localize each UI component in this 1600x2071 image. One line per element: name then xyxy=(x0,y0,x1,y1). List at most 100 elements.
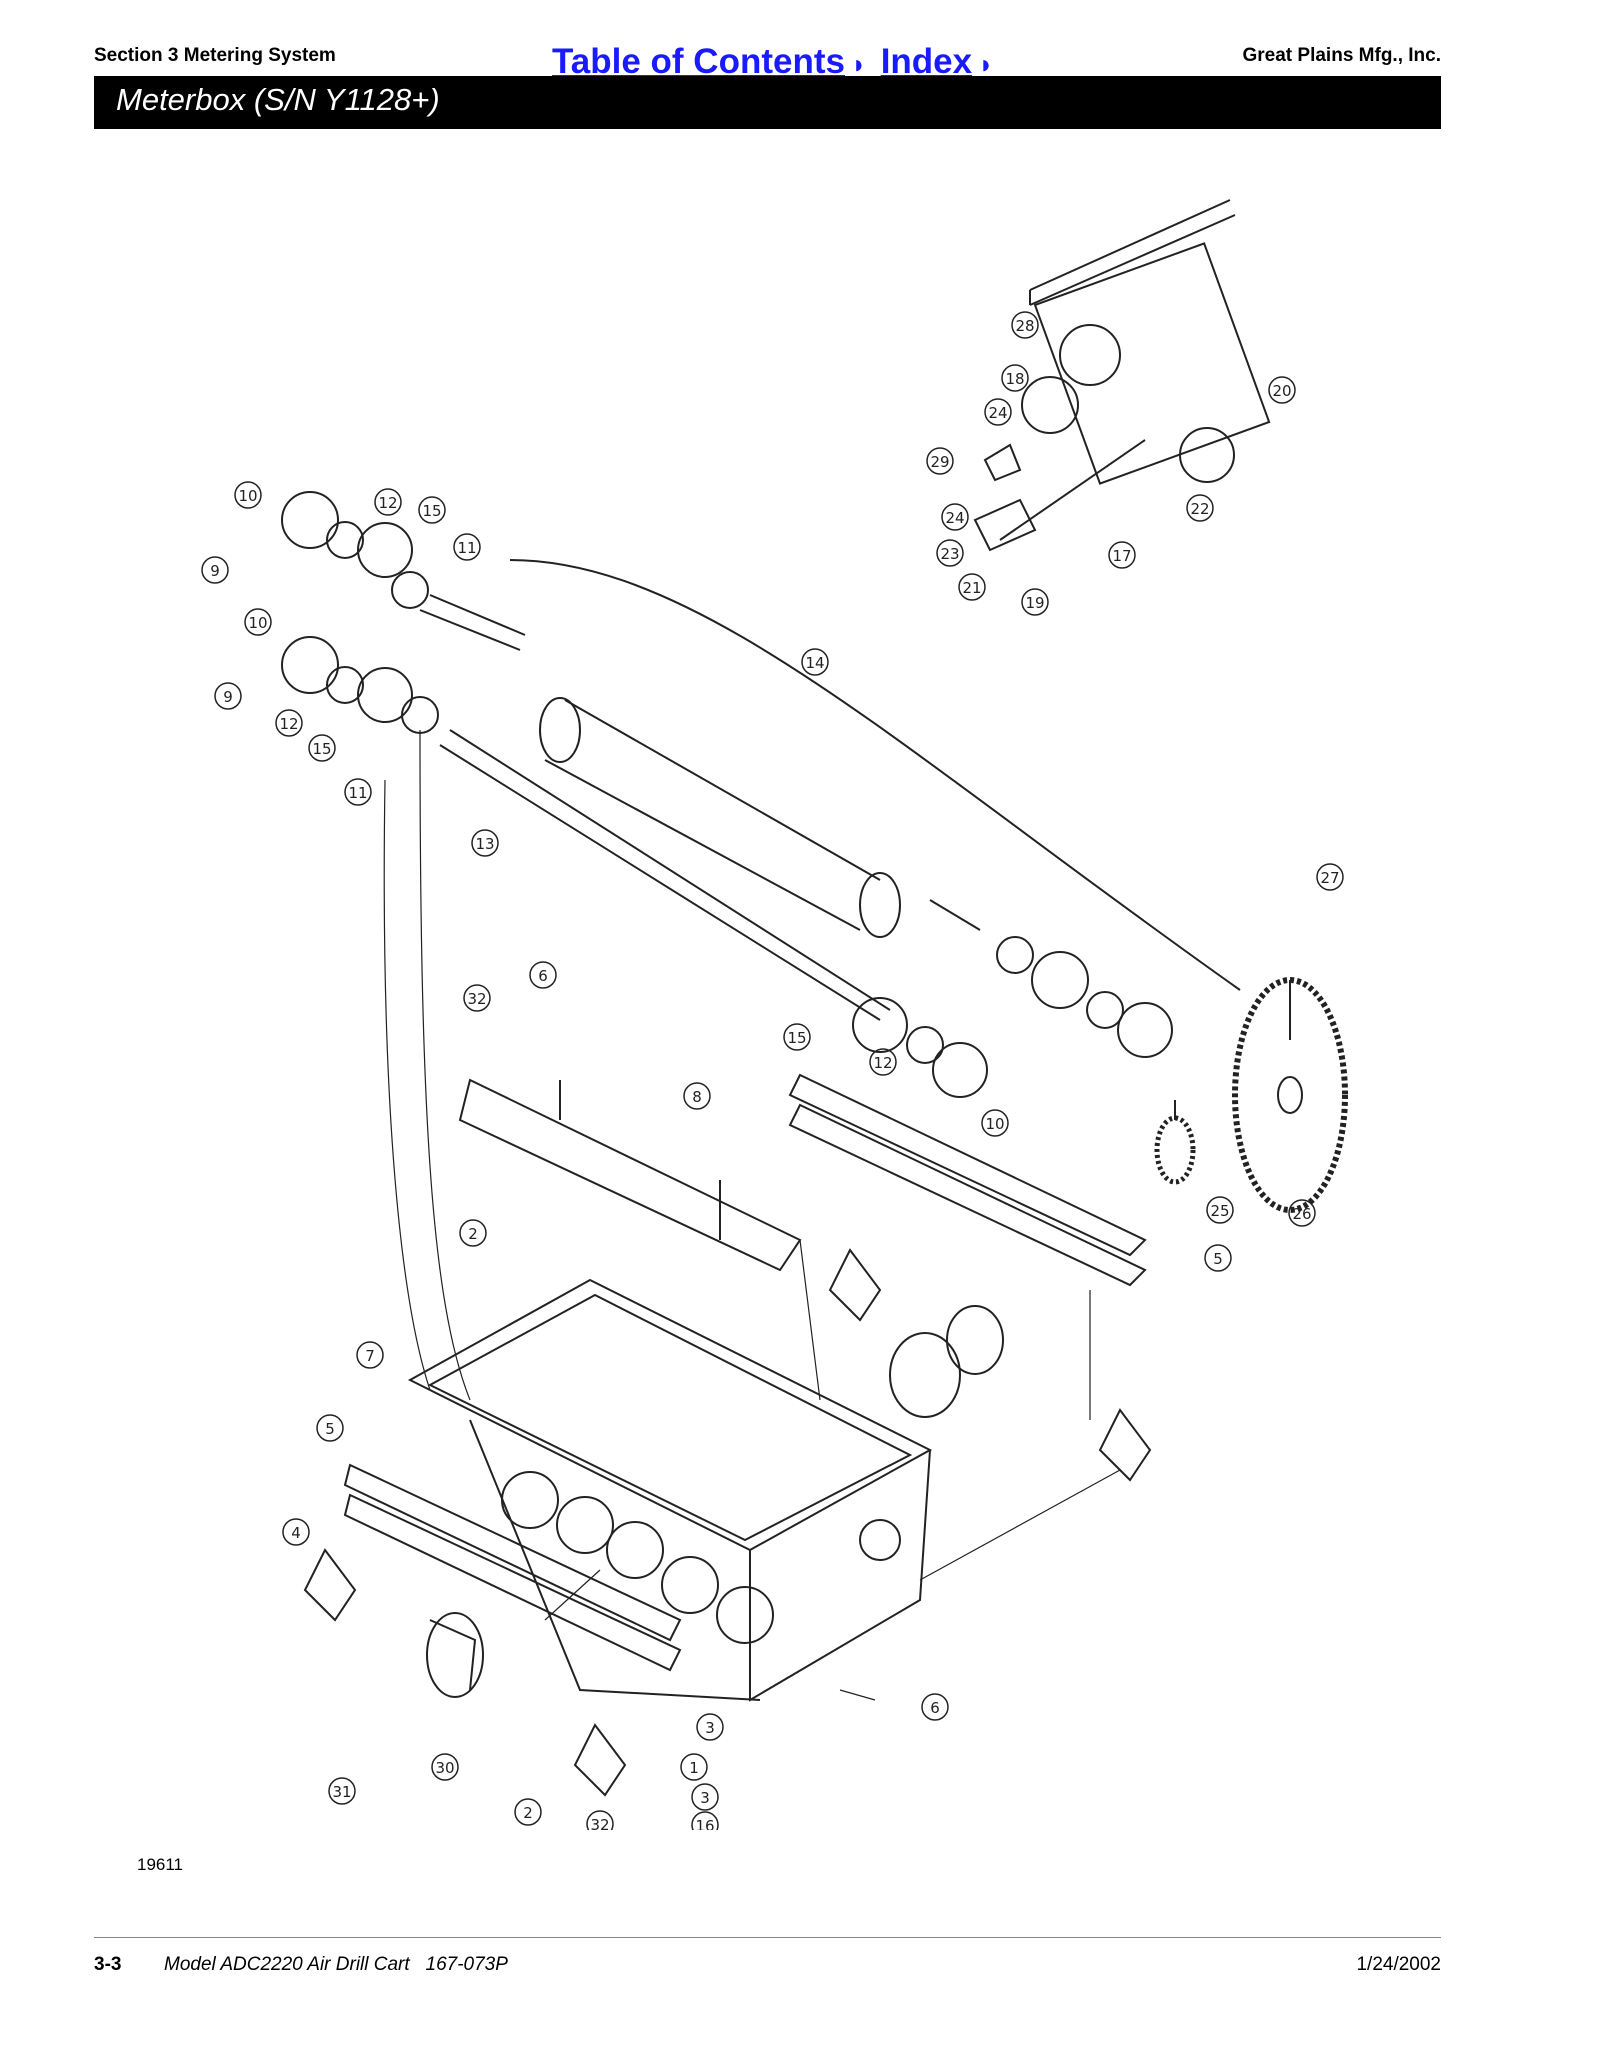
svg-text:8: 8 xyxy=(692,1088,702,1106)
svg-text:16: 16 xyxy=(695,1817,714,1830)
meter-cups xyxy=(426,1305,1004,1698)
company-name: Great Plains Mfg., Inc. xyxy=(1242,45,1442,66)
callout-2: 2 xyxy=(459,1219,487,1247)
callout-14: 14 xyxy=(801,648,829,676)
callout-24: 24 xyxy=(984,398,1012,426)
callout-11b: 11 xyxy=(344,778,372,806)
svg-text:6: 6 xyxy=(930,1699,940,1717)
nav-links: Table of Contents◗Index◗ xyxy=(552,42,1008,82)
callout-23: 23 xyxy=(936,539,964,567)
svg-text:32: 32 xyxy=(590,1816,609,1830)
callout-31: 31 xyxy=(328,1777,356,1805)
callout-32: 32 xyxy=(463,984,491,1012)
svg-text:3: 3 xyxy=(705,1719,715,1737)
svg-text:23: 23 xyxy=(940,545,959,563)
meter-box xyxy=(407,1278,933,1702)
svg-text:6: 6 xyxy=(538,967,548,985)
svg-text:5: 5 xyxy=(1213,1250,1223,1268)
figure-number: 19611 xyxy=(137,1855,184,1874)
callout-29: 29 xyxy=(926,447,954,475)
callout-21: 21 xyxy=(958,573,986,601)
svg-text:20: 20 xyxy=(1272,382,1291,400)
revision-date: 1/24/2002 xyxy=(1356,1954,1441,1975)
svg-text:10: 10 xyxy=(238,487,257,505)
callout-20: 20 xyxy=(1268,376,1296,404)
baffle-plate xyxy=(458,1078,802,1272)
model-label: Model ADC2220 Air Drill Cart 167-073P xyxy=(164,1954,508,1975)
callout-7: 7 xyxy=(356,1341,384,1369)
svg-text:18: 18 xyxy=(1005,370,1024,388)
callout-9b: 9 xyxy=(214,682,242,710)
callout-16: 16 xyxy=(691,1811,719,1830)
metering-roll xyxy=(439,559,1241,1098)
callout-28: 28 xyxy=(1011,311,1039,339)
callout-30: 30 xyxy=(431,1753,459,1781)
drive-sprocket xyxy=(1154,977,1348,1213)
callout-32b: 32 xyxy=(586,1810,614,1830)
callout-12c: 12 xyxy=(869,1048,897,1076)
callout-24b: 24 xyxy=(941,503,969,531)
callout-25: 25 xyxy=(1206,1196,1234,1224)
callout-9: 9 xyxy=(201,556,229,584)
svg-text:21: 21 xyxy=(962,579,981,597)
svg-text:24: 24 xyxy=(988,404,1007,422)
callout-4: 4 xyxy=(282,1518,310,1546)
svg-text:9: 9 xyxy=(210,562,220,580)
svg-text:12: 12 xyxy=(873,1054,892,1072)
callout-balloons: 10 12 15 11 9 10 9 12 15 11 13 14 28 18 … xyxy=(201,311,1344,1830)
section-label: Section 3 Metering System xyxy=(94,45,336,66)
svg-text:17: 17 xyxy=(1112,547,1131,565)
svg-text:29: 29 xyxy=(930,453,949,471)
svg-text:26: 26 xyxy=(1292,1205,1311,1223)
svg-text:11: 11 xyxy=(457,539,476,557)
svg-text:31: 31 xyxy=(332,1783,351,1801)
callout-15c: 15 xyxy=(783,1023,811,1051)
housing-detail xyxy=(973,199,1271,552)
toc-arrow-icon: ◗ xyxy=(850,49,867,79)
index-link[interactable]: Index xyxy=(880,42,973,81)
callout-11: 11 xyxy=(453,533,481,561)
svg-text:28: 28 xyxy=(1015,317,1034,335)
callout-2b: 2 xyxy=(514,1798,542,1826)
svg-text:2: 2 xyxy=(468,1225,478,1243)
svg-text:22: 22 xyxy=(1190,500,1209,518)
callout-13: 13 xyxy=(471,829,499,857)
slide-gates xyxy=(303,1073,1152,1797)
callout-5: 5 xyxy=(1204,1244,1232,1272)
callout-3b: 3 xyxy=(691,1783,719,1811)
callout-5b: 5 xyxy=(316,1414,344,1442)
footer-rule xyxy=(94,1937,1441,1938)
svg-text:9: 9 xyxy=(223,688,233,706)
title-bar: Meterbox (S/N Y1128+) xyxy=(94,76,1441,129)
callout-15: 15 xyxy=(418,496,446,524)
callout-3: 3 xyxy=(696,1713,724,1741)
meterbox-exploded-diagram: 10 12 15 11 9 10 9 12 15 11 13 14 28 18 … xyxy=(201,199,1348,1830)
left-bearing-assemblies xyxy=(281,491,526,734)
svg-text:15: 15 xyxy=(422,502,441,520)
callout-26: 26 xyxy=(1288,1199,1316,1227)
callout-8: 8 xyxy=(683,1082,711,1110)
svg-text:4: 4 xyxy=(291,1524,301,1542)
callout-27: 27 xyxy=(1316,863,1344,891)
page-title: Meterbox (S/N Y1128+) xyxy=(116,82,440,117)
page-number: 3-3 xyxy=(94,1954,122,1975)
callout-10: 10 xyxy=(234,481,262,509)
callout-15b: 15 xyxy=(308,734,336,762)
callout-12: 12 xyxy=(374,488,402,516)
svg-text:10: 10 xyxy=(248,614,267,632)
callout-22: 22 xyxy=(1186,494,1214,522)
svg-text:13: 13 xyxy=(475,835,494,853)
callout-17: 17 xyxy=(1108,541,1136,569)
callout-6: 6 xyxy=(529,961,557,989)
svg-text:15: 15 xyxy=(787,1029,806,1047)
table-of-contents-link[interactable]: Table of Contents xyxy=(552,42,845,81)
svg-text:5: 5 xyxy=(325,1420,335,1438)
callout-19: 19 xyxy=(1021,588,1049,616)
svg-text:14: 14 xyxy=(805,654,824,672)
callout-12b: 12 xyxy=(275,709,303,737)
svg-text:15: 15 xyxy=(312,740,331,758)
svg-text:25: 25 xyxy=(1210,1202,1229,1220)
callout-1: 1 xyxy=(680,1753,708,1781)
svg-text:30: 30 xyxy=(435,1759,454,1777)
callout-10c: 10 xyxy=(981,1109,1009,1137)
